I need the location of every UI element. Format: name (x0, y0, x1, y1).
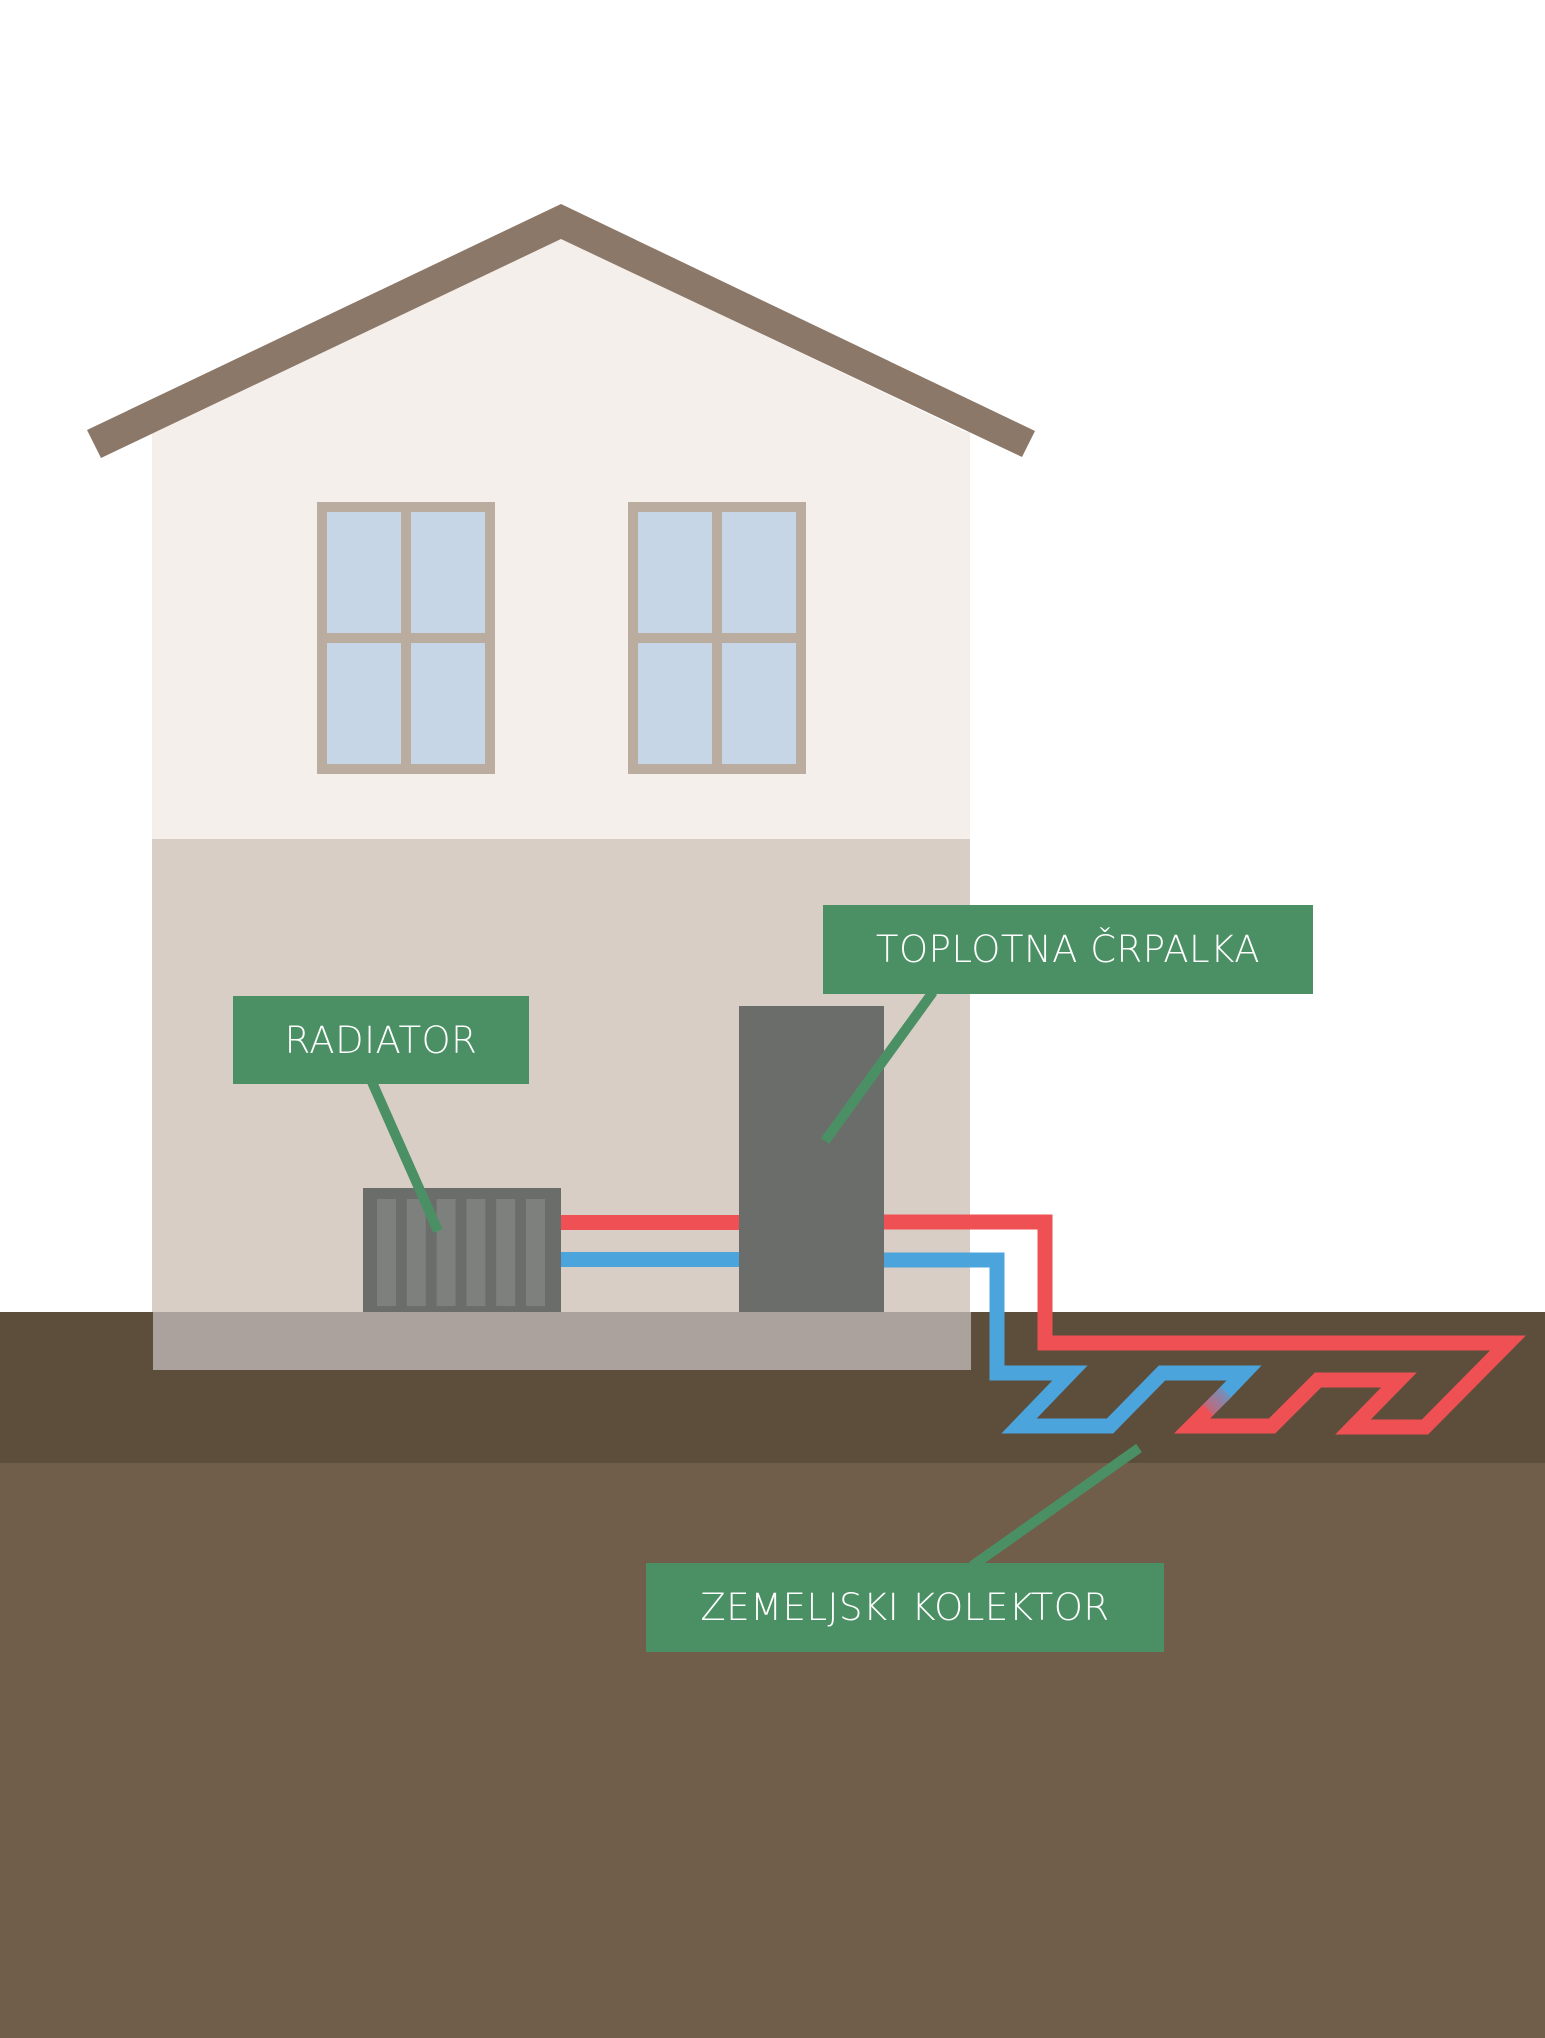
heat-pump-leader-line (820, 989, 938, 1144)
collector-leader-line (969, 1443, 1142, 1571)
radiator-leader-line (367, 1079, 443, 1234)
window-right (628, 502, 806, 774)
hot-pipe-ground-loop (884, 1214, 1526, 1435)
hot-pipe-indoor (561, 1215, 739, 1230)
radiator-fin (406, 1199, 426, 1306)
window-left (317, 502, 495, 774)
house-gable (152, 238, 970, 434)
house-foundation (153, 1312, 971, 1370)
radiator-fin (526, 1199, 545, 1306)
ground-collector-label-text: ZEMELJSKI KOLEKTOR (700, 1586, 1110, 1629)
heat-pump-label: TOPLOTNA ČRPALKA (823, 905, 1313, 994)
pipe-transition-segment (1199, 1386, 1232, 1419)
radiator-fin (466, 1199, 486, 1306)
radiator-label-text: RADIATOR (284, 1018, 478, 1062)
radiator (363, 1188, 561, 1312)
radiator-fin (377, 1199, 396, 1306)
heat-pump-unit (739, 1006, 884, 1312)
radiator-fin (496, 1199, 516, 1306)
radiator-fin (436, 1199, 456, 1306)
radiator-label: RADIATOR (233, 996, 529, 1084)
cold-pipe-ground-loop (884, 1252, 1262, 1434)
ground-deep (0, 1463, 1545, 2038)
house-upper-wall (152, 432, 970, 840)
cold-pipe-indoor (561, 1252, 739, 1267)
heat-pump-label-text: TOPLOTNA ČRPALKA (875, 928, 1261, 971)
ground-collector-label: ZEMELJSKI KOLEKTOR (646, 1563, 1164, 1652)
